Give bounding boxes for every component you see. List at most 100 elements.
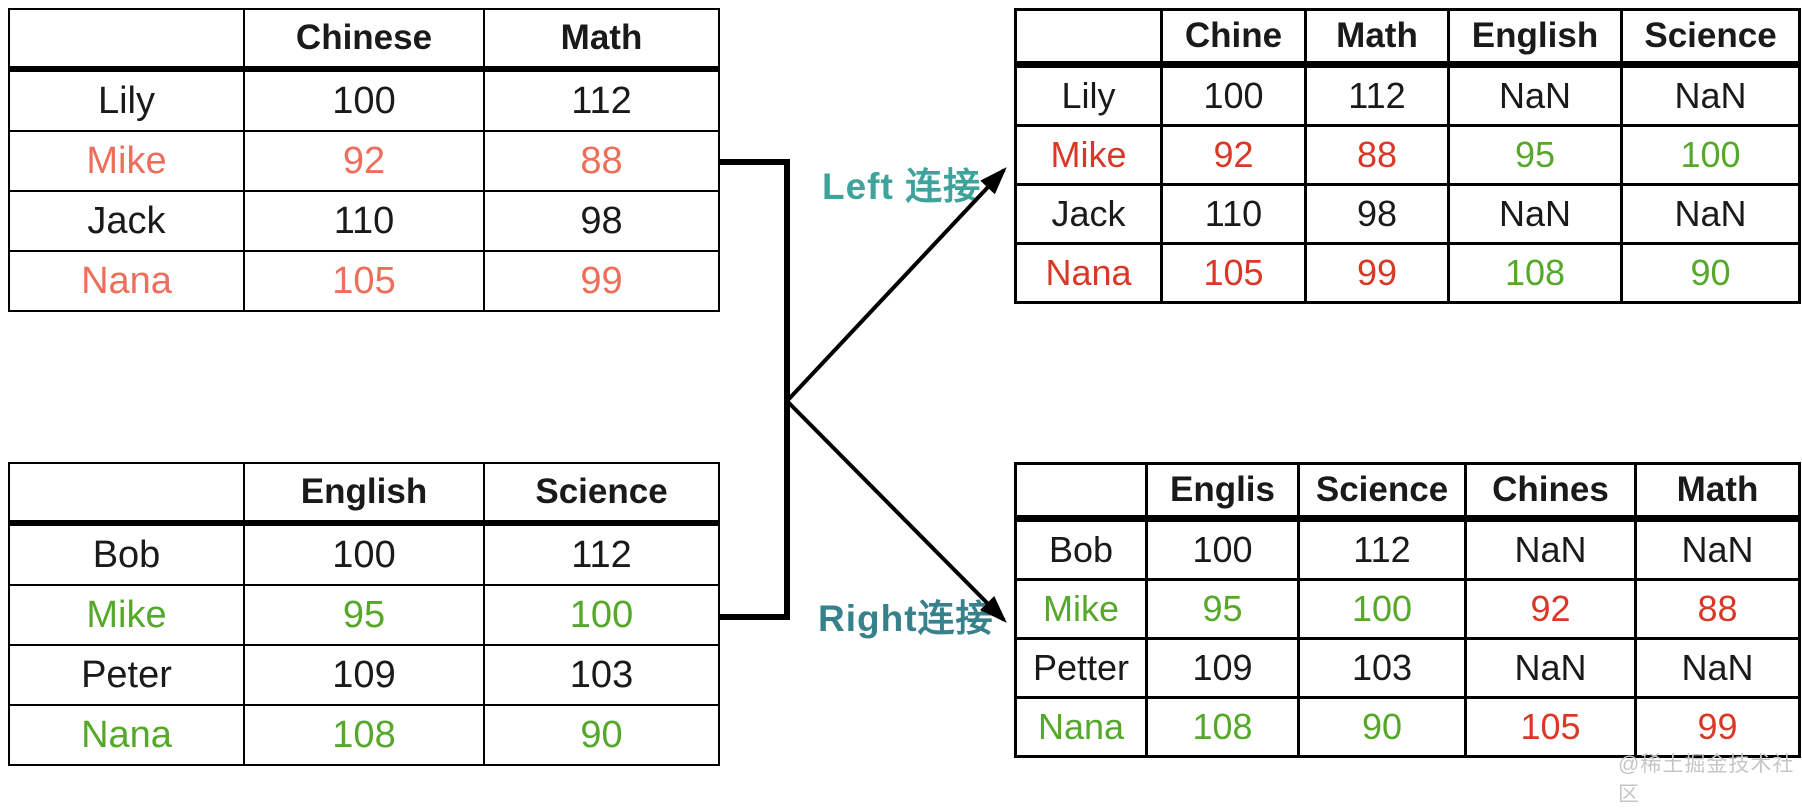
column-header: Math (1634, 462, 1801, 522)
value-cell: 88 (483, 130, 720, 192)
value-cell: 92 (1160, 124, 1307, 186)
value-cell: 98 (1304, 183, 1450, 245)
column-header: Science (1620, 8, 1801, 68)
value-cell: NaN (1447, 183, 1623, 245)
row-label-cell: Nana (8, 704, 245, 766)
value-cell: 90 (1297, 696, 1467, 758)
value-cell: 105 (243, 250, 485, 312)
value-cell: 112 (1297, 517, 1467, 581)
value-cell: 100 (243, 522, 485, 586)
value-cell: 100 (1160, 63, 1307, 127)
value-cell: NaN (1620, 63, 1801, 127)
column-header: Chinese (243, 8, 485, 72)
row-label-cell: Bob (1014, 517, 1148, 581)
value-cell: 105 (1160, 242, 1307, 304)
value-cell: 110 (243, 190, 485, 252)
corner-cell (1014, 8, 1163, 68)
row-label-cell: Mike (1014, 124, 1163, 186)
row-label-cell: Petter (1014, 637, 1148, 699)
row-label-cell: Nana (8, 250, 245, 312)
value-cell: 99 (483, 250, 720, 312)
value-cell: 110 (1160, 183, 1307, 245)
row-label-cell: Mike (8, 130, 245, 192)
value-cell: 100 (1297, 578, 1467, 640)
value-cell: NaN (1634, 637, 1801, 699)
corner-cell (8, 8, 245, 72)
value-cell: 103 (483, 644, 720, 706)
row-label-cell: Mike (1014, 578, 1148, 640)
value-cell: 109 (243, 644, 485, 706)
value-cell: 95 (1145, 578, 1300, 640)
column-header: Science (1297, 462, 1467, 522)
value-cell: 109 (1145, 637, 1300, 699)
value-cell: 100 (1145, 517, 1300, 581)
value-cell: 95 (1447, 124, 1623, 186)
column-header: Science (483, 462, 720, 526)
value-cell: 112 (483, 68, 720, 132)
value-cell: 90 (1620, 242, 1801, 304)
value-cell: 112 (1304, 63, 1450, 127)
value-cell: 108 (1447, 242, 1623, 304)
left-join-label: Left 连接 (822, 166, 982, 207)
row-label-cell: Lily (1014, 63, 1163, 127)
value-cell: 100 (243, 68, 485, 132)
value-cell: NaN (1634, 517, 1801, 581)
value-cell: 90 (483, 704, 720, 766)
value-cell: 92 (1464, 578, 1637, 640)
column-header: Englis (1145, 462, 1300, 522)
value-cell: 100 (1620, 124, 1801, 186)
value-cell: 99 (1304, 242, 1450, 304)
value-cell: NaN (1464, 637, 1637, 699)
value-cell: 88 (1634, 578, 1801, 640)
value-cell: 100 (483, 584, 720, 646)
value-cell: 88 (1304, 124, 1450, 186)
row-label-cell: Nana (1014, 696, 1148, 758)
value-cell: NaN (1447, 63, 1623, 127)
right-join-arrow (785, 399, 1007, 623)
value-cell: 99 (1634, 696, 1801, 758)
column-header: Math (483, 8, 720, 72)
value-cell: 108 (243, 704, 485, 766)
value-cell: NaN (1620, 183, 1801, 245)
join-connector-line (720, 159, 790, 620)
value-cell: 95 (243, 584, 485, 646)
row-label-cell: Nana (1014, 242, 1163, 304)
row-label-cell: Mike (8, 584, 245, 646)
value-cell: 92 (243, 130, 485, 192)
row-label-cell: Jack (1014, 183, 1163, 245)
row-label-cell: Lily (8, 68, 245, 132)
corner-cell (8, 462, 245, 526)
corner-cell (1014, 462, 1148, 522)
value-cell: 98 (483, 190, 720, 252)
right-join-label: Right连接 (818, 598, 994, 639)
column-header: Chine (1160, 8, 1307, 68)
row-label-cell: Peter (8, 644, 245, 706)
watermark: @稀土掘金技术社区 (1618, 753, 1795, 806)
value-cell: 112 (483, 522, 720, 586)
column-header: English (243, 462, 485, 526)
row-label-cell: Jack (8, 190, 245, 252)
value-cell: 103 (1297, 637, 1467, 699)
